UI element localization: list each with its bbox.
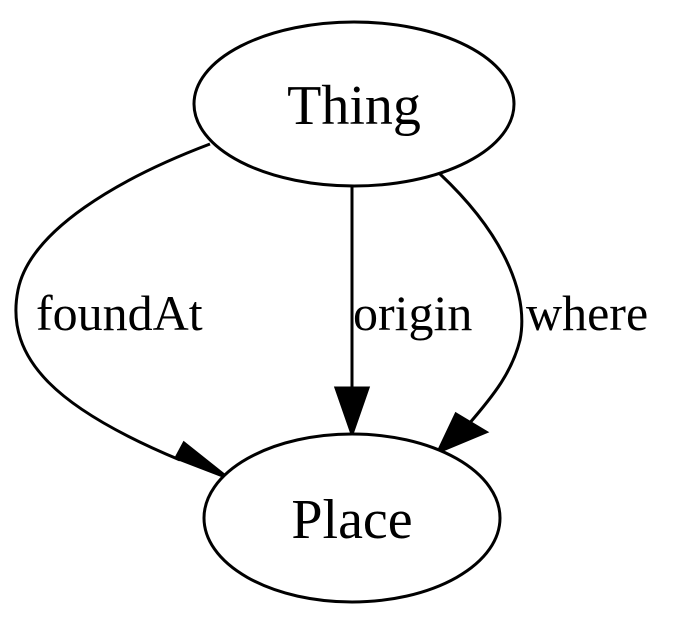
node-thing-label: Thing bbox=[287, 75, 421, 137]
node-place[interactable]: Place bbox=[202, 432, 502, 604]
edge-foundat: foundAt bbox=[14, 142, 229, 480]
edge-where: where bbox=[434, 172, 648, 455]
node-thing-shape bbox=[192, 20, 516, 188]
node-place-shape bbox=[202, 432, 502, 604]
edge-foundat-arrowhead bbox=[173, 440, 229, 480]
edge-where-label: where bbox=[526, 285, 648, 341]
edge-where-line bbox=[438, 172, 524, 426]
edge-origin: origin bbox=[333, 186, 472, 439]
edge-foundat-line bbox=[14, 142, 211, 462]
node-place-label: Place bbox=[291, 489, 412, 551]
edge-origin-arrowhead bbox=[333, 386, 371, 439]
edge-foundat-label: foundAt bbox=[36, 285, 203, 341]
edge-where-arrowhead bbox=[434, 411, 490, 455]
node-thing[interactable]: Thing bbox=[192, 20, 516, 188]
edge-origin-label: origin bbox=[353, 285, 472, 341]
